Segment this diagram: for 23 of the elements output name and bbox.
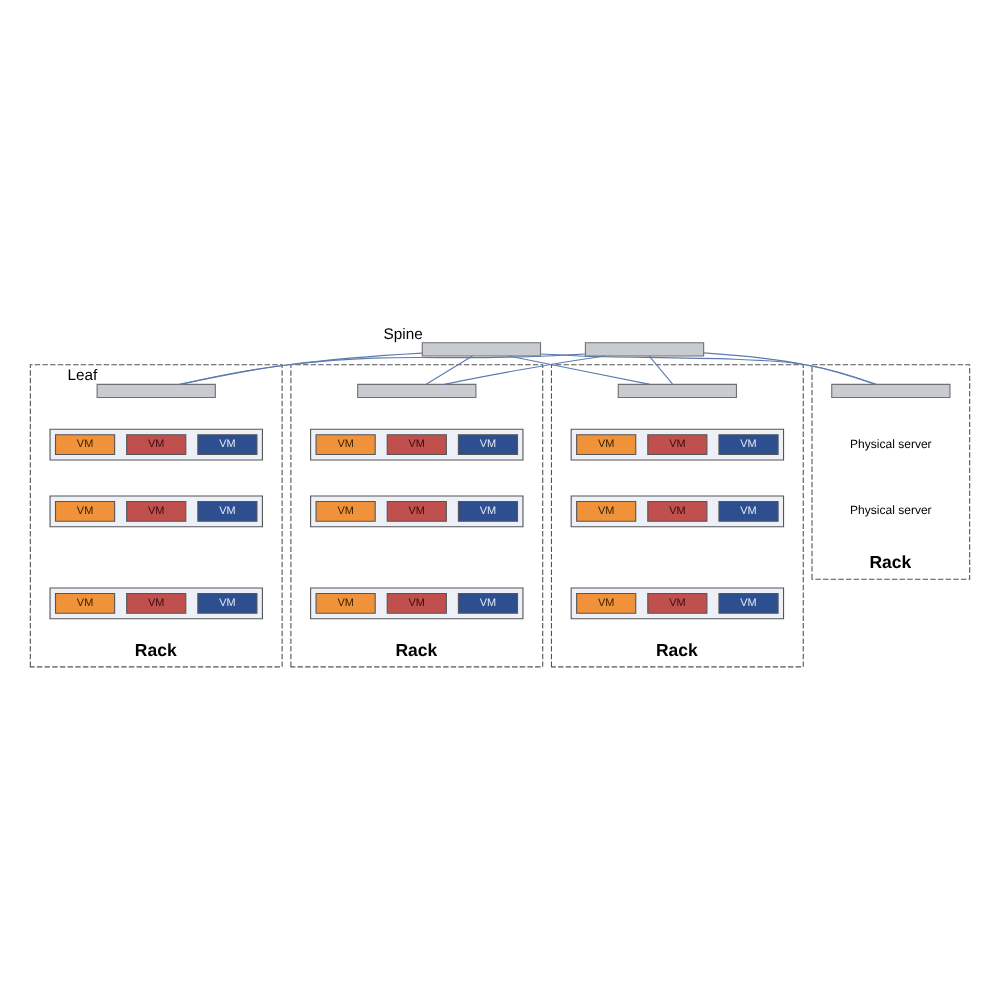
cluster: [310, 427, 524, 460]
connector: [443, 354, 606, 384]
cluster: [49, 494, 263, 527]
node-box: [584, 341, 705, 356]
node-box: [96, 382, 216, 398]
connector: [508, 354, 651, 384]
connector: [648, 354, 674, 384]
cluster: [310, 586, 524, 619]
cluster: [49, 427, 263, 460]
connector: [425, 354, 473, 384]
connector: [179, 351, 423, 384]
cluster: [570, 586, 785, 619]
node-box: [357, 382, 477, 398]
cluster: [570, 494, 785, 527]
connector: [703, 351, 877, 384]
node-box: [421, 341, 542, 356]
cluster: [49, 586, 263, 619]
cluster: [570, 427, 785, 460]
connector: [178, 352, 586, 384]
node-box: [617, 382, 738, 398]
cluster: [310, 494, 524, 527]
connector: [540, 352, 877, 384]
node-box: [831, 382, 951, 398]
